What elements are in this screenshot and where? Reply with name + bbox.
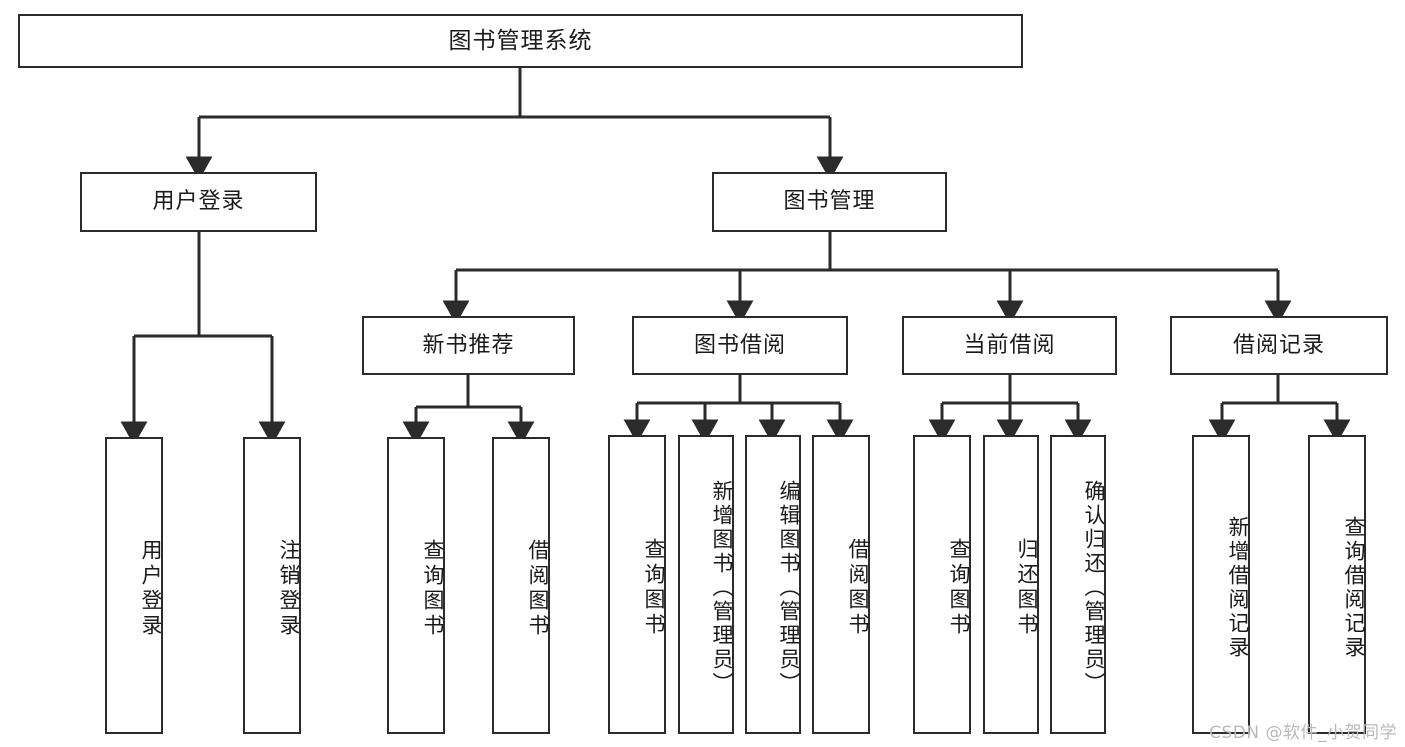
node-label: 新增借阅记录: [1226, 515, 1250, 660]
leaf-book-borrow-add-book-admin[interactable]: 新增图书（管理员）: [678, 435, 734, 734]
node-label: 借阅记录: [1232, 332, 1325, 358]
node-label: 查询图书: [421, 538, 445, 639]
leaf-new-book-query-book[interactable]: 查询图书: [387, 437, 445, 734]
node-label: 图书管理: [783, 189, 876, 215]
node-label: 借阅图书: [526, 538, 550, 639]
node-label: 用户登录: [139, 538, 163, 639]
node-label: 图书管理系统: [448, 27, 593, 54]
node-label: 新书推荐: [422, 332, 515, 358]
node-label: 当前借阅: [963, 332, 1056, 358]
node-label: 注销登录: [277, 538, 301, 639]
leaf-current-borrow-query-book[interactable]: 查询图书: [913, 435, 971, 734]
leaf-book-borrow-edit-book-admin[interactable]: 编辑图书（管理员）: [745, 435, 801, 734]
leaf-current-borrow-return-book[interactable]: 归还图书: [983, 435, 1039, 734]
node-book-management[interactable]: 图书管理: [712, 172, 947, 232]
node-label: 新增图书（管理员）: [710, 479, 734, 696]
node-label: 图书借阅: [693, 332, 786, 358]
node-label: 查询图书: [642, 537, 666, 638]
node-label: 查询借阅记录: [1342, 515, 1366, 660]
node-user-login[interactable]: 用户登录: [80, 172, 317, 232]
node-label: 归还图书: [1015, 537, 1039, 638]
node-label: 编辑图书（管理员）: [777, 479, 801, 696]
leaf-user-login-logout[interactable]: 注销登录: [243, 437, 301, 734]
leaf-borrow-record-query-record[interactable]: 查询借阅记录: [1308, 435, 1366, 734]
node-new-book-recommendation[interactable]: 新书推荐: [362, 316, 575, 375]
node-root-book-management-system[interactable]: 图书管理系统: [18, 14, 1023, 68]
node-current-borrowing[interactable]: 当前借阅: [902, 316, 1117, 375]
leaf-new-book-borrow-book[interactable]: 借阅图书: [492, 437, 550, 734]
node-label: 借阅图书: [846, 537, 870, 638]
node-label: 查询图书: [947, 537, 971, 638]
leaf-book-borrow-query-book[interactable]: 查询图书: [608, 435, 666, 734]
leaf-user-login-login[interactable]: 用户登录: [105, 437, 163, 734]
node-label: 用户登录: [152, 189, 245, 215]
leaf-current-borrow-confirm-return-admin[interactable]: 确认归还（管理员）: [1050, 435, 1106, 734]
leaf-book-borrow-borrow-book[interactable]: 借阅图书: [812, 435, 870, 734]
node-borrowing-record[interactable]: 借阅记录: [1170, 316, 1388, 375]
leaf-borrow-record-add-record[interactable]: 新增借阅记录: [1192, 435, 1250, 734]
node-book-borrowing[interactable]: 图书借阅: [632, 316, 848, 375]
node-label: 确认归还（管理员）: [1082, 479, 1106, 696]
